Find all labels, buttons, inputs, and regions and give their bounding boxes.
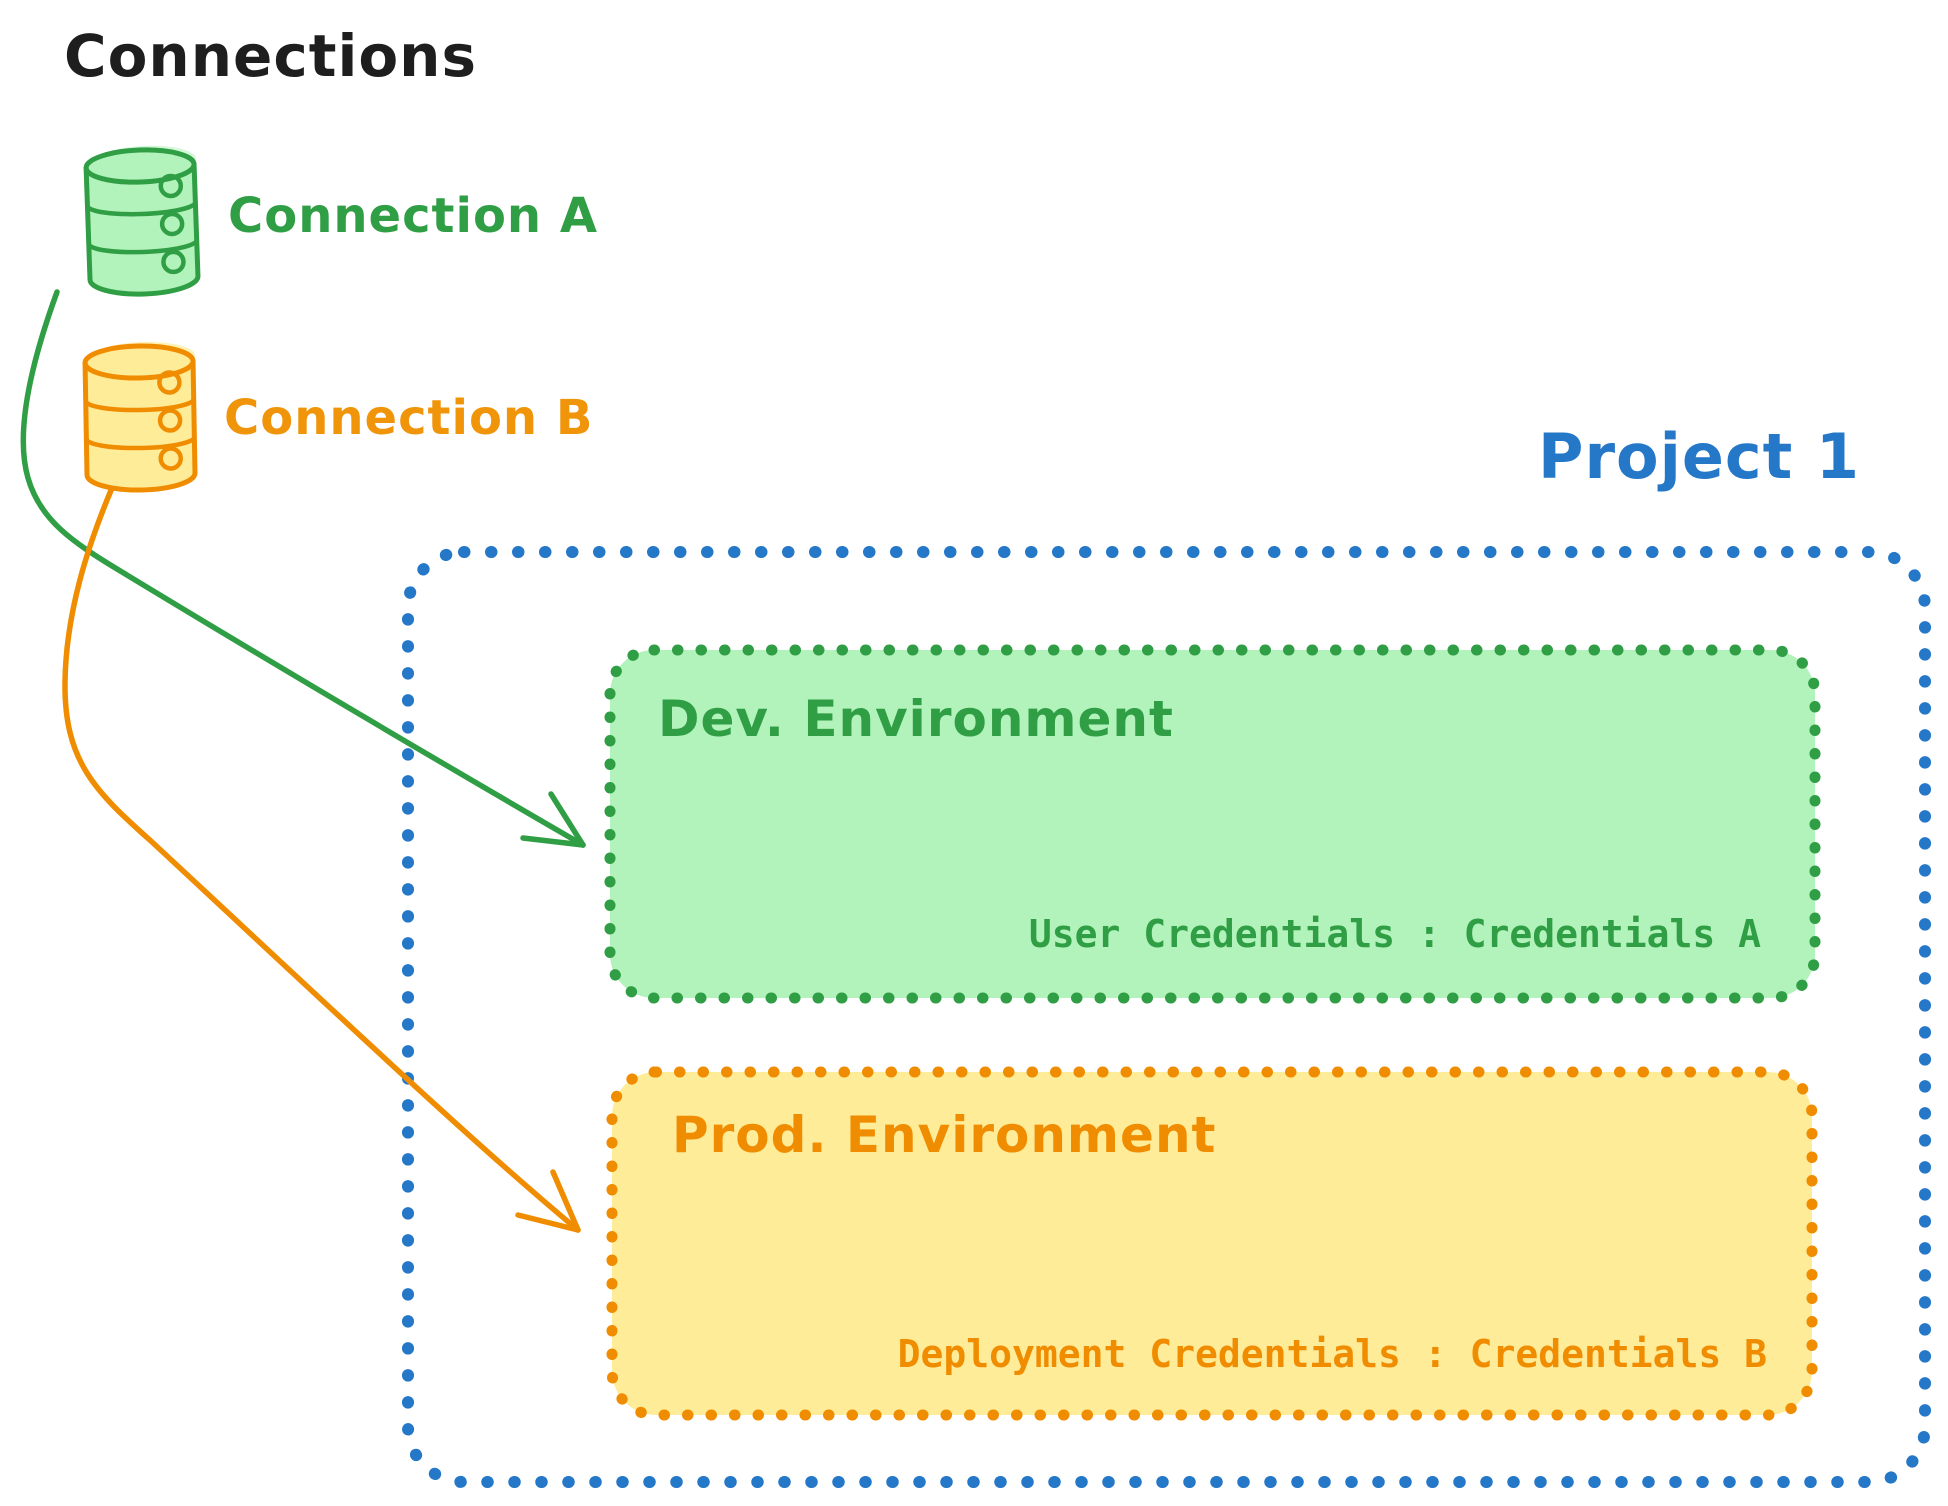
connection-a-label: Connection A — [228, 188, 598, 244]
dev-environment-box — [604, 644, 1821, 1004]
project-title: Project 1 — [1538, 420, 1861, 493]
arrowhead-barb — [515, 1212, 581, 1233]
arrow-connection-b-to-prod — [62, 485, 581, 1233]
arrowhead-barb — [548, 791, 586, 848]
database-icon — [83, 145, 201, 297]
prod-credentials-label: Deployment Credentials : Credentials B — [897, 1332, 1767, 1376]
connection-b-label: Connection B — [224, 390, 594, 446]
dev-credentials-label: User Credentials : Credentials A — [1028, 912, 1761, 956]
connections-heading: Connections — [64, 22, 477, 90]
prod-environment-heading: Prod. Environment — [672, 1106, 1217, 1164]
dev-environment-heading: Dev. Environment — [658, 690, 1174, 748]
database-icon — [82, 341, 198, 493]
arrowhead-barb — [520, 835, 586, 848]
arrowhead-barb — [550, 1169, 581, 1233]
prod-environment-box — [606, 1066, 1818, 1421]
project-container-box — [402, 546, 1931, 1488]
arrow-connection-a-to-dev — [20, 289, 586, 848]
